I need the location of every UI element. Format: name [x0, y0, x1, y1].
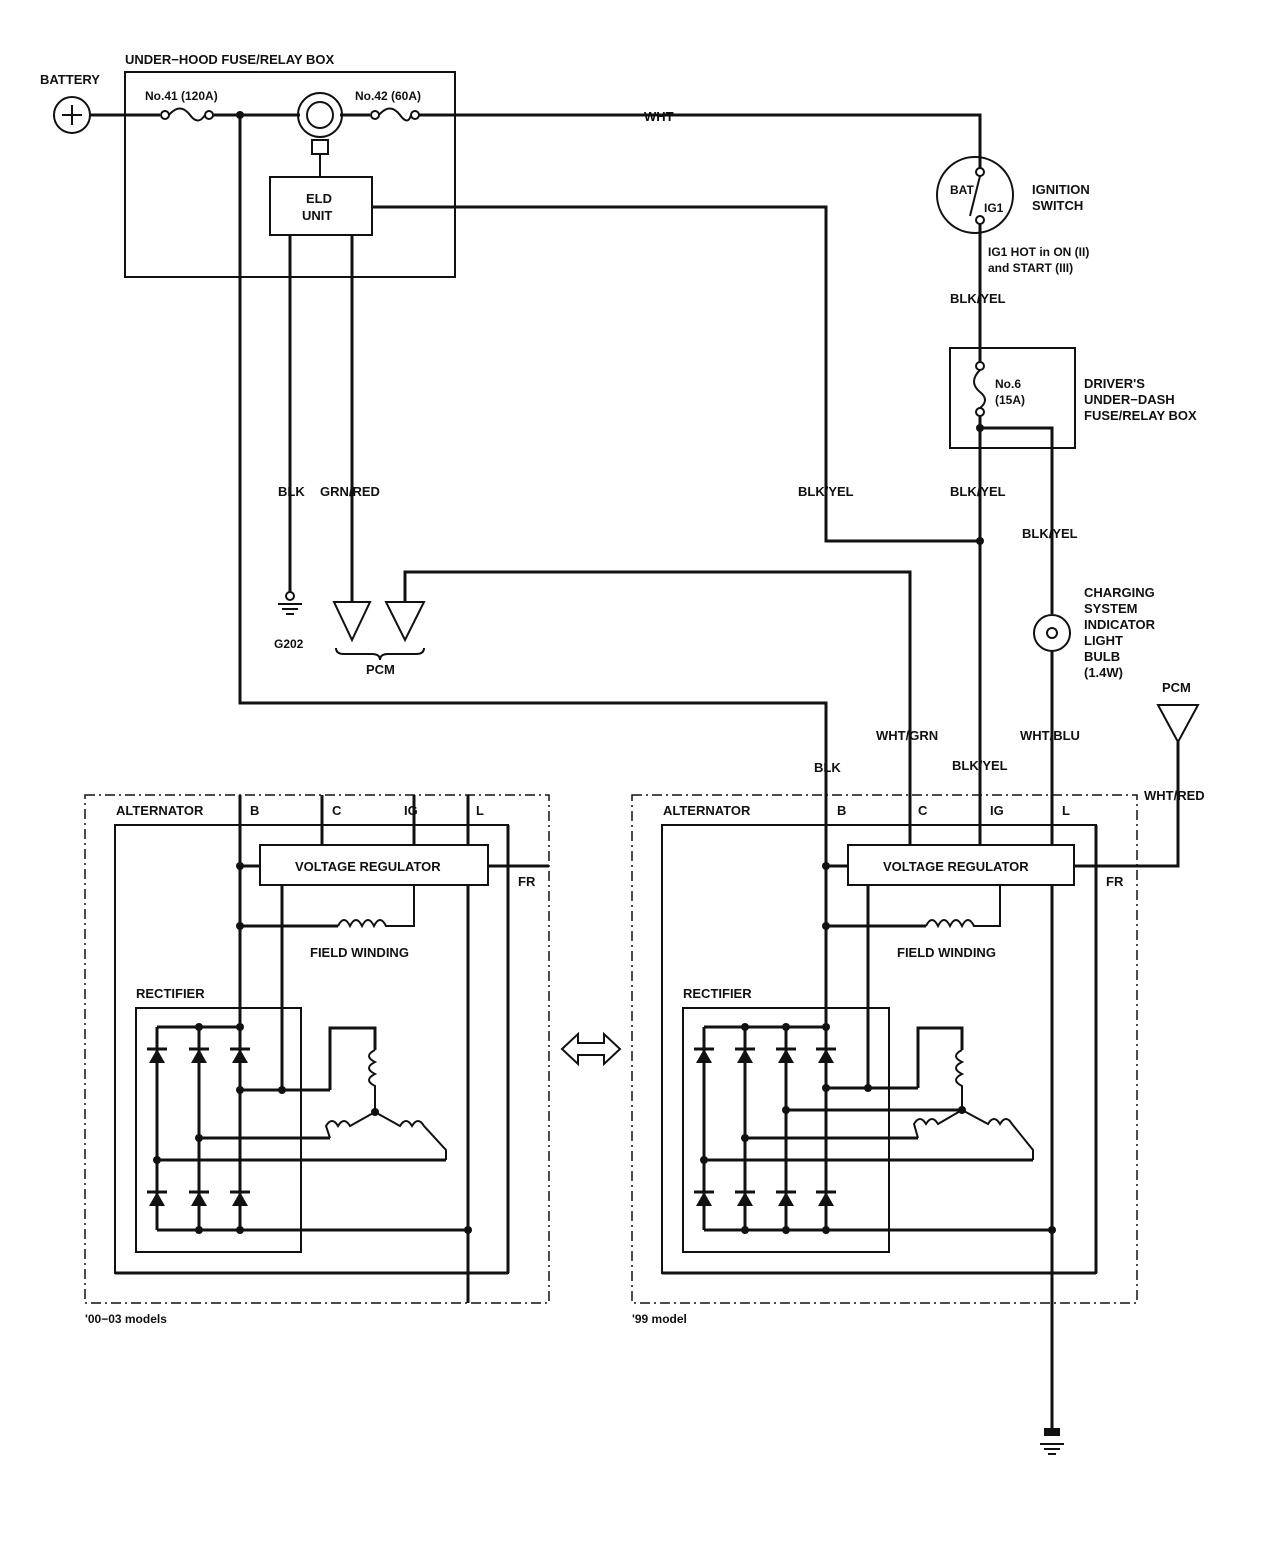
ig1-hot-note-2: and START (III) [988, 261, 1073, 275]
alternator-label-right: ALTERNATOR [663, 803, 751, 818]
term-l-left: L [476, 803, 484, 818]
dash-box-label-2: UNDER−DASH [1084, 392, 1175, 407]
fuse-42-label: No.42 (60A) [355, 89, 421, 103]
eld-sensor-ring [297, 92, 343, 177]
wire-blk-yel-label-right: BLK/YEL [950, 484, 1006, 499]
ig1-hot-note-1: IG1 HOT in ON (II) [988, 245, 1089, 259]
wire-blk-label: BLK [278, 484, 305, 499]
wire-wht-label: WHT [644, 109, 674, 124]
term-ig-right: IG [990, 803, 1004, 818]
field-winding-label-right: FIELD WINDING [897, 945, 996, 960]
charging-indicator-bulb [1033, 614, 1071, 652]
wire-wht-blu-label: WHT/BLU [1020, 728, 1080, 743]
rectifier-label-right: RECTIFIER [683, 986, 752, 1001]
term-c-right: C [918, 803, 928, 818]
compare-double-arrow-icon [560, 1031, 622, 1067]
wire-grn-red-label: GRN/RED [320, 484, 380, 499]
eld-unit-label-1: ELD [306, 191, 332, 206]
field-winding-label-left: FIELD WINDING [310, 945, 409, 960]
term-b-left: B [250, 803, 259, 818]
wire-blk-yel-label-mid: BLK/YEL [798, 484, 854, 499]
ignition-switch [936, 156, 1014, 234]
wire-blk-yel-label-top: BLK/YEL [950, 291, 1006, 306]
voltage-regulator-label-left: VOLTAGE REGULATOR [295, 859, 441, 874]
battery-symbol [53, 96, 91, 134]
eld-unit [269, 176, 373, 236]
dash-box-label-3: FUSE/RELAY BOX [1084, 408, 1197, 423]
wire-wht-red-label: WHT/RED [1144, 788, 1205, 803]
wire-blk-label-b: BLK [814, 760, 841, 775]
bottom-ground-icon [1039, 1428, 1065, 1455]
fuse-41-label: No.41 (120A) [145, 89, 218, 103]
battery-label: BATTERY [40, 72, 100, 87]
alternator-label-left: ALTERNATOR [116, 803, 204, 818]
fuse-42 [370, 107, 420, 122]
ground-g202-label: G202 [274, 637, 304, 651]
term-fr-right: FR [1106, 874, 1124, 889]
models-00-03-label: '00−03 models [85, 1312, 167, 1326]
ignition-switch-label-1: IGNITION [1032, 182, 1090, 197]
pcm-connector-left [332, 601, 372, 643]
ignition-ig1-label: IG1 [984, 201, 1004, 215]
wire-blk-yel-label-far: BLK/YEL [1022, 526, 1078, 541]
charging-label-5: BULB [1084, 649, 1120, 664]
ignition-bat-label: BAT [950, 183, 974, 197]
voltage-regulator-label-right: VOLTAGE REGULATOR [883, 859, 1029, 874]
alternator-99: ALTERNATOR B C IG L FR VOLTAGE REGULATOR… [631, 794, 1138, 1430]
fuse-6-label-1: No.6 [995, 377, 1021, 391]
charging-label-1: CHARGING [1084, 585, 1155, 600]
alternator-00-03: ALTERNATOR B C IG L FR VOLTAGE REGULATOR… [84, 794, 550, 1326]
charging-label-3: INDICATOR [1084, 617, 1156, 632]
pcm-connector-fr [1156, 704, 1200, 745]
fuse-41 [160, 107, 214, 122]
rectifier-label-left: RECTIFIER [136, 986, 205, 1001]
wire-wht-grn-label: WHT/GRN [876, 728, 938, 743]
term-c-left: C [332, 803, 342, 818]
fuse-6-label-2: (15A) [995, 393, 1025, 407]
pcm-connector-right [384, 601, 426, 643]
pcm-label-top: PCM [366, 662, 395, 677]
fuse-6 [973, 361, 986, 417]
dash-box-label-1: DRIVER'S [1084, 376, 1145, 391]
model-99-label: '99 model [632, 1312, 687, 1326]
driver-under-dash-fuse-box [949, 347, 1076, 449]
charging-label-4: LIGHT [1084, 633, 1123, 648]
ignition-switch-label-2: SWITCH [1032, 198, 1083, 213]
term-ig-left: IG [404, 803, 418, 818]
charging-label-2: SYSTEM [1084, 601, 1137, 616]
wire-blk-yel-label-ig: BLK/YEL [952, 758, 1008, 773]
term-b-right: B [837, 803, 846, 818]
pcm-label-right: PCM [1162, 680, 1191, 695]
charging-label-6: (1.4W) [1084, 665, 1123, 680]
eld-unit-label-2: UNIT [302, 208, 332, 223]
underhood-box-label: UNDER−HOOD FUSE/RELAY BOX [125, 52, 334, 67]
term-l-right: L [1062, 803, 1070, 818]
term-fr-left: FR [518, 874, 536, 889]
